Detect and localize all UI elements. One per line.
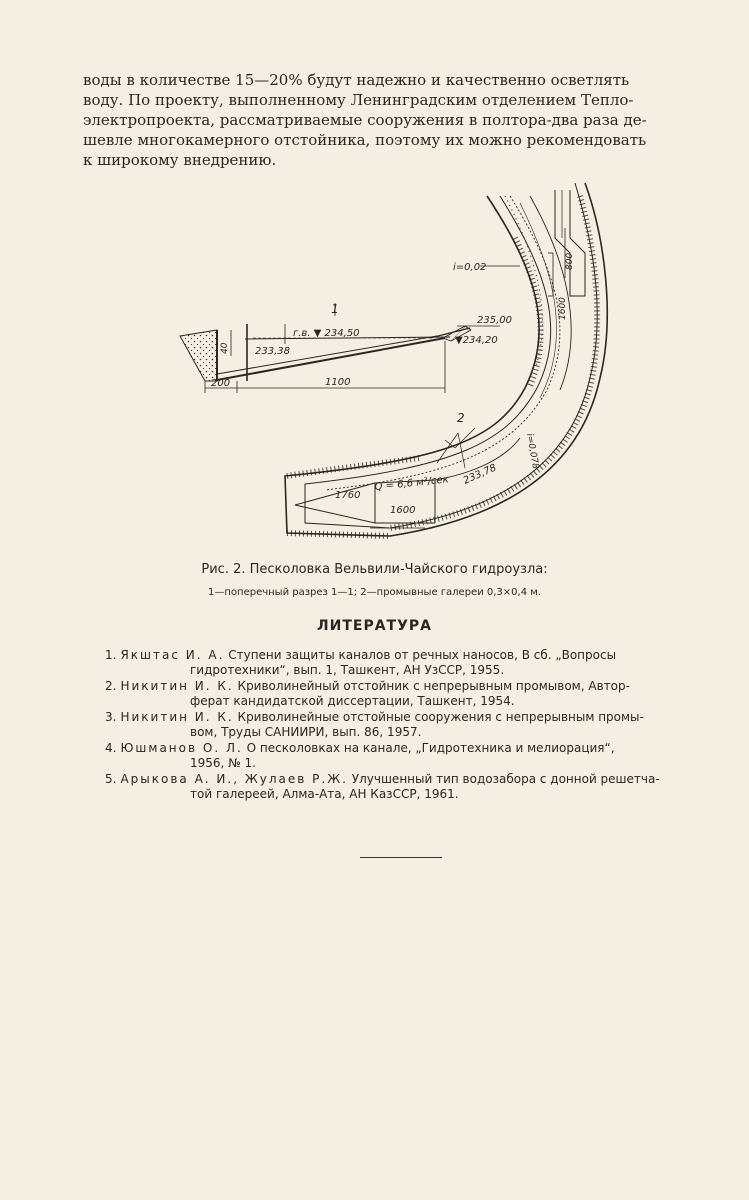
- paragraph-line: к широкому внедрению.: [83, 151, 277, 169]
- reference-number: 1.: [105, 648, 117, 662]
- reference-number: 4.: [105, 741, 117, 755]
- reference-text: Ступени защиты каналов от речных наносов…: [228, 648, 617, 662]
- sand-trap-drawing: 1 235,00 г.в. ▼ 234,50 ▼234,20 233,38 40…: [179, 182, 609, 539]
- reference-text: вом, Труды САНИИРИ, вып. 86, 1957.: [190, 725, 422, 739]
- paragraph-line: воду. По проекту, выполненному Ленинград…: [83, 91, 634, 109]
- figure-legend: 1—поперечный разрез 1—1; 2—промывные гал…: [208, 587, 541, 598]
- label-slope-bottom: i=0,078: [524, 433, 540, 470]
- cross-section: [179, 303, 500, 393]
- label-dim-1100: 1100: [325, 377, 350, 388]
- reference-item: 4.Юшманов О. Л. О песколовках на канале,…: [105, 741, 705, 771]
- reference-text: Криволинейные отстойные сооружения с неп…: [237, 710, 644, 724]
- label-gallery-mark: 2: [457, 411, 465, 425]
- label-dim-1760: 1760: [335, 490, 360, 501]
- label-dim-1600-bottom: 1600: [390, 505, 415, 516]
- reference-text: 1956, № 1.: [190, 756, 256, 770]
- paragraph-line: шевле многокамерного отстойника, поэтому…: [83, 131, 647, 149]
- reference-text: ферат кандидатской диссертации, Ташкент,…: [190, 694, 515, 708]
- reference-item: 5.Арыкова А. И., Жулаев Р.Ж. Улучшенный …: [105, 772, 705, 802]
- label-dim-800: 800: [565, 253, 575, 270]
- body-paragraph: воды в количестве 15—20% будут надежно и…: [83, 70, 703, 170]
- label-dim-1600-vertical: 1600: [558, 297, 568, 320]
- plan-view: [284, 182, 609, 539]
- label-elev-233-78: 233,78: [462, 462, 498, 486]
- label-elev-235: 235,00: [477, 315, 512, 326]
- paragraph-line: воды в количестве 15—20% будут надежно и…: [83, 71, 630, 89]
- reference-text: Улучшенный тип водозабора с донной решет…: [351, 772, 660, 786]
- label-flow-rate: Q = 6,6 м³/сек: [374, 474, 449, 493]
- reference-text: Криволинейный отстойник с непрерывным пр…: [237, 679, 630, 693]
- reference-author: Юшманов О. Л.: [120, 741, 243, 755]
- reference-list: 1.Якштас И. А. Ступени защиты каналов от…: [105, 648, 705, 803]
- label-slope-top: i=0,02: [453, 262, 486, 273]
- label-elev-234-50: г.в. ▼ 234,50: [293, 328, 360, 339]
- reference-text: гидротехники“, вып. 1, Ташкент, АН УзССР…: [190, 663, 505, 677]
- paragraph-line: электропроекта, рассматриваемые сооружен…: [83, 111, 647, 129]
- reference-number: 5.: [105, 772, 117, 786]
- label-section-mark: 1: [331, 302, 339, 316]
- reference-author: Арыкова А. И., Жулаев Р.Ж.: [120, 772, 348, 786]
- label-elev-234-20: ▼234,20: [455, 335, 498, 346]
- figure-caption: Рис. 2. Песколовка Вельвили-Чайского гид…: [201, 562, 548, 577]
- reference-text: О песколовках на канале, „Гидротехника и…: [246, 741, 615, 755]
- reference-number: 2.: [105, 679, 117, 693]
- reference-author: Никитин И. К.: [120, 679, 234, 693]
- reference-item: 1.Якштас И. А. Ступени защиты каналов от…: [105, 648, 705, 678]
- label-elev-233-38: 233,38: [255, 346, 290, 357]
- reference-author: Никитин И. К.: [120, 710, 234, 724]
- sand-trap-figure: 1 235,00 г.в. ▼ 234,50 ▼234,20 233,38 40…: [175, 178, 635, 553]
- reference-text: той галереей, Алма-Ата, АН КазССР, 1961.: [190, 787, 459, 801]
- label-dim-200: 200: [211, 378, 230, 389]
- reference-number: 3.: [105, 710, 117, 724]
- reference-item: 2.Никитин И. К. Криволинейный отстойник …: [105, 679, 705, 709]
- end-rule-divider: [360, 857, 442, 858]
- label-dim-40: 40: [220, 342, 230, 354]
- reference-item: 3.Никитин И. К. Криволинейные отстойные …: [105, 710, 705, 740]
- reference-author: Якштас И. А.: [120, 648, 225, 662]
- literature-heading: ЛИТЕРАТУРА: [317, 618, 432, 634]
